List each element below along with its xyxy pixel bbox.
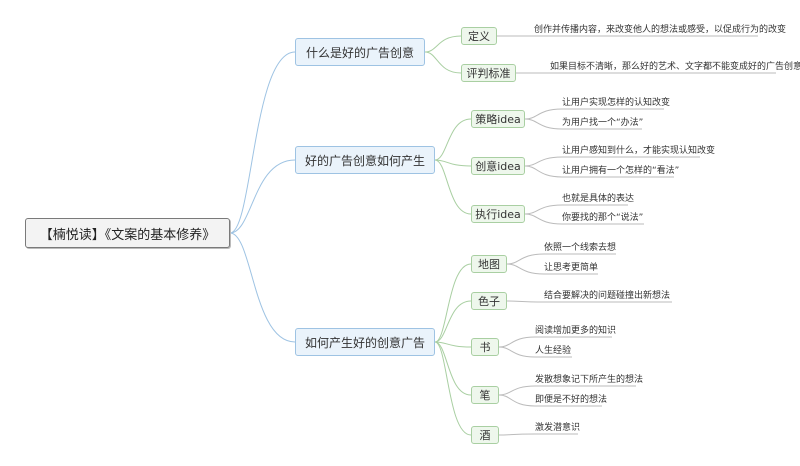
sub-wine[interactable]: 酒 [471,426,499,444]
leaf-execution-2: 你要找的那个“说法” [562,213,644,223]
line-book-2 [498,346,536,358]
line-map-2 [506,263,545,275]
leaf-map-1: 依照一个线索去想 [544,243,617,253]
sub-strategy-idea[interactable]: 策略idea [471,110,525,128]
line-execution-2 [524,213,563,225]
line-strategy-1 [524,108,563,120]
line-root-to-branch-2 [229,159,296,234]
sub-creative-idea[interactable]: 创意idea [471,157,525,175]
line-book-1 [498,336,536,348]
line-b3-dice [434,300,472,343]
line-pen-1 [498,385,536,396]
line-b1-definition [424,35,462,53]
leaf-book-2: 人生经验 [535,346,572,356]
line-b2-execution [434,159,472,215]
leaf-wine-1: 激发潜意识 [535,423,581,433]
leaf-book-1: 阅读增加更多的知识 [535,326,617,336]
leaf-execution-1: 也就是具体的表达 [562,194,635,204]
line-wine-1 [498,433,536,436]
leaf-creative-1: 让用户感知到什么，才能实现认知改变 [562,146,716,156]
line-b3-book [434,341,472,348]
line-b3-map [434,263,472,343]
leaf-pen-1: 发散想象记下所产生的想法 [535,375,644,385]
line-root-to-branch-3 [229,232,296,343]
line-pen-2 [498,394,536,407]
leaf-strategy-2: 为用户找一个“办法” [562,118,644,128]
line-map-1 [506,253,545,265]
leaf-creative-2: 让用户拥有一个怎样的“看法” [562,166,680,176]
leaf-criteria-text: 如果目标不清晰，那么好的艺术、文字都不能变成好的广告创意 [550,62,800,72]
sub-dice[interactable]: 色子 [471,292,507,310]
root-topic[interactable]: 【楠悦读】《文案的基本修养》 [25,218,230,248]
line-creative-1 [524,156,563,167]
leaf-map-2: 让思考更简单 [544,263,599,273]
line-b2-strategy [434,118,472,161]
line-execution-1 [524,204,563,215]
line-creative-2 [524,165,563,178]
sub-pen[interactable]: 笔 [471,386,499,404]
sub-criteria[interactable]: 评判标准 [461,64,516,82]
branch-what-is-good-ad-idea[interactable]: 什么是好的广告创意 [295,38,425,66]
sub-map[interactable]: 地图 [471,255,507,273]
line-root-to-branch-1 [229,51,296,234]
line-b2-creative [434,159,472,167]
leaf-pen-2: 即便是不好的想法 [535,395,608,405]
line-dice-1 [506,300,545,303]
sub-definition[interactable]: 定义 [461,27,497,45]
branch-how-good-idea-produced[interactable]: 好的广告创意如何产生 [295,146,435,174]
line-b1-criteria [424,51,462,74]
leaf-dice-1: 结合要解决的问题碰撞出新想法 [544,291,671,301]
leaf-definition-text: 创作并传播内容，来改变他人的想法或感受，以促成行为的改变 [534,25,787,35]
line-b3-wine [434,341,472,436]
sub-execution-idea[interactable]: 执行idea [471,205,525,223]
line-b3-pen [434,341,472,396]
branch-how-to-produce-ideas[interactable]: 如何产生好的创意广告 [295,328,435,356]
line-strategy-2 [524,118,563,130]
leaf-strategy-1: 让用户实现怎样的认知改变 [562,98,671,108]
sub-book[interactable]: 书 [471,338,499,356]
